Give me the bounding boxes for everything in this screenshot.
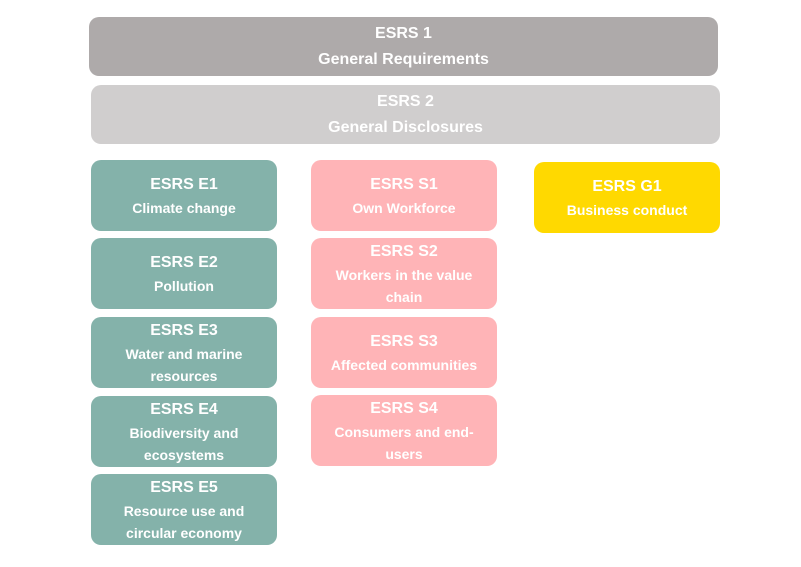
esrs-e4-box: ESRS E4 Biodiversity and ecosystems	[91, 396, 277, 467]
esrs-e3-box: ESRS E3 Water and marine resources	[91, 317, 277, 388]
standard-title: Business conduct	[566, 201, 688, 218]
esrs-s2-box: ESRS S2 Workers in the value chain	[311, 238, 497, 309]
standard-title: Pollution	[154, 277, 214, 294]
standard-code: ESRS S3	[370, 332, 438, 350]
esrs-1-general-requirements: ESRS 1 General Requirements	[89, 17, 718, 76]
standard-code: ESRS S2	[370, 242, 438, 260]
standard-code: ESRS E5	[150, 478, 218, 496]
esrs-e5-box: ESRS E5 Resource use and circular econom…	[91, 474, 277, 545]
standard-title: Water and marine resources	[125, 345, 243, 384]
esrs-s4-box: ESRS S4 Consumers and end-users	[311, 395, 497, 466]
standard-title: Climate change	[132, 199, 236, 216]
esrs-s1-box: ESRS S1 Own Workforce	[311, 160, 497, 231]
standard-title: Affected communities	[330, 356, 478, 373]
standard-title: General Disclosures	[328, 118, 483, 136]
standard-title: Workers in the value chain	[335, 266, 473, 305]
esrs-e1-box: ESRS E1 Climate change	[91, 160, 277, 231]
standard-title: Consumers and end-users	[334, 423, 474, 462]
esrs-e2-box: ESRS E2 Pollution	[91, 238, 277, 309]
standard-code: ESRS E4	[150, 400, 218, 418]
standard-code: ESRS G1	[592, 177, 662, 195]
standard-title: Resource use and circular economy	[123, 502, 245, 541]
standard-code: ESRS E3	[150, 321, 218, 339]
standard-code: ESRS E1	[150, 175, 218, 193]
esrs-g1-box: ESRS G1 Business conduct	[534, 162, 720, 233]
standard-code: ESRS 1	[375, 24, 432, 42]
standard-title: Biodiversity and ecosystems	[129, 424, 239, 463]
standard-code: ESRS E2	[150, 253, 218, 271]
standard-code: ESRS S4	[370, 399, 438, 417]
standard-code: ESRS S1	[370, 175, 438, 193]
standard-title: General Requirements	[318, 50, 489, 68]
standard-code: ESRS 2	[377, 92, 434, 110]
esrs-s3-box: ESRS S3 Affected communities	[311, 317, 497, 388]
esrs-2-general-disclosures: ESRS 2 General Disclosures	[91, 85, 720, 144]
standard-title: Own Workforce	[352, 199, 456, 216]
